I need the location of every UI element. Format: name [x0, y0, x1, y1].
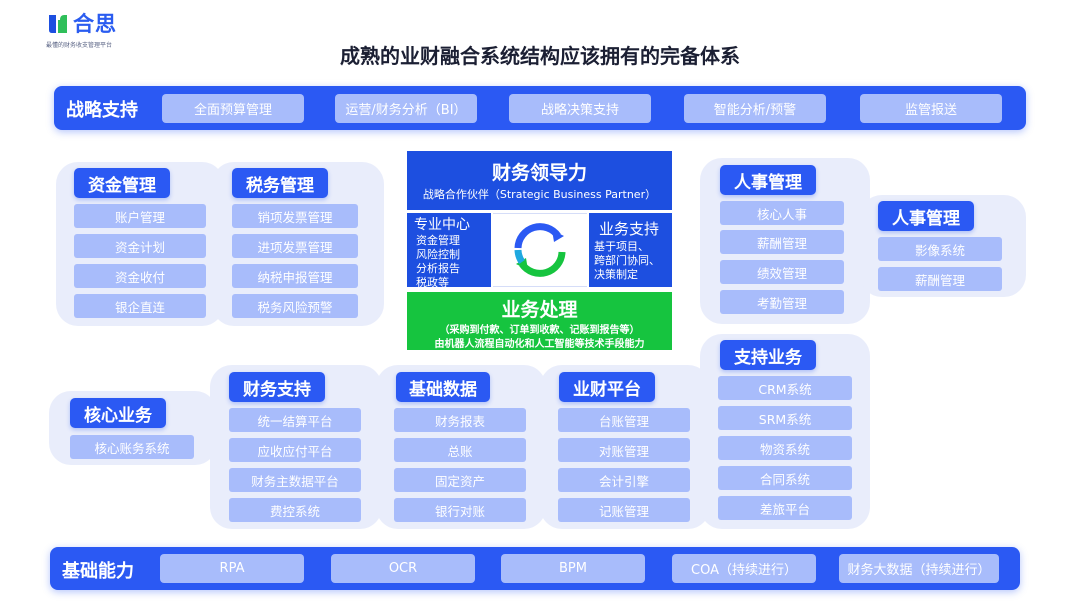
- finance-support-item: 统一结算平台: [229, 408, 361, 432]
- fund-item: 银企直连: [74, 294, 206, 318]
- tax-item: 纳税申报管理: [232, 264, 358, 288]
- base-data-item: 总账: [394, 438, 526, 462]
- processing-box: [407, 292, 672, 350]
- biz-fin-title: 业财平台: [559, 372, 655, 402]
- foundation-item: BPM: [501, 554, 645, 583]
- specialist-box: [407, 213, 491, 287]
- strategy-item: 运营/财务分析（BI）: [335, 94, 477, 123]
- fund-item: 资金收付: [74, 264, 206, 288]
- tax-item: 进项发票管理: [232, 234, 358, 258]
- tax-item: 销项发票管理: [232, 204, 358, 228]
- business-support-title: 业务支持: [599, 220, 660, 238]
- finance-support-title: 财务支持: [229, 372, 325, 402]
- foundation-item: RPA: [160, 554, 304, 583]
- fund-item: 资金计划: [74, 234, 206, 258]
- business-support-item: 基于项目、: [594, 240, 649, 253]
- hr-item: 核心人事: [720, 201, 844, 225]
- support-biz-item: CRM系统: [718, 376, 852, 400]
- finance-support-item: 费控系统: [229, 498, 361, 522]
- hr-item: 薪酬管理: [720, 230, 844, 254]
- hr2-title: 人事管理: [878, 201, 974, 231]
- support-biz-item: 差旅平台: [718, 496, 852, 520]
- core-title: 核心业务: [70, 398, 166, 428]
- biz-fin-item: 台账管理: [558, 408, 690, 432]
- leadership-subtitle: 战略合作伙伴（Strategic Business Partner）: [422, 188, 657, 201]
- logo-icon: [49, 15, 67, 33]
- hr-item: 绩效管理: [720, 260, 844, 284]
- base-data-item: 固定资产: [394, 468, 526, 492]
- hr2-item: 影像系统: [878, 237, 1002, 261]
- hr-title: 人事管理: [720, 165, 816, 195]
- foundation-item: COA（持续进行）: [672, 554, 816, 583]
- base-data-title: 基础数据: [396, 372, 490, 402]
- page-title: 成熟的业财融合系统结构应该拥有的完备体系: [340, 44, 740, 68]
- strategy-item: 智能分析/预警: [684, 94, 826, 123]
- business-support-item: 跨部门协同、: [594, 254, 660, 267]
- foundation-item: OCR: [331, 554, 475, 583]
- strategy-label: 战略支持: [66, 100, 138, 121]
- specialist-title: 专业中心: [414, 217, 470, 233]
- support-biz-item: 物资系统: [718, 436, 852, 460]
- finance-support-item: 应收应付平台: [229, 438, 361, 462]
- processing-line1: （采购到付款、订单到收款、记账到报告等）: [439, 325, 640, 336]
- strategy-item: 监管报送: [860, 94, 1002, 123]
- logo-tagline: 最懂的财务收支管理平台: [46, 42, 113, 49]
- support-biz-item: 合同系统: [718, 466, 852, 490]
- leadership-box: [407, 151, 672, 210]
- hr2-item: 薪酬管理: [878, 267, 1002, 291]
- strategy-item: 战略决策支持: [509, 94, 651, 123]
- core-item: 核心账务系统: [70, 435, 194, 459]
- base-data-item: 财务报表: [394, 408, 526, 432]
- biz-fin-item: 会计引擎: [558, 468, 690, 492]
- tax-title: 税务管理: [232, 168, 328, 198]
- cycle-icon: [514, 223, 566, 277]
- specialist-item: 风险控制: [416, 248, 460, 261]
- base-data-item: 银行对账: [394, 498, 526, 522]
- specialist-item: 分析报告: [416, 262, 460, 275]
- business-support-box: [589, 213, 672, 287]
- fund-item: 账户管理: [74, 204, 206, 228]
- logo-name: 合思: [73, 12, 117, 36]
- foundation-item: 财务大数据（持续进行）: [839, 554, 999, 583]
- leadership-title: 财务领导力: [491, 162, 587, 184]
- hr-item: 考勤管理: [720, 290, 844, 314]
- fund-title: 资金管理: [74, 168, 170, 198]
- support-biz-title: 支持业务: [720, 340, 816, 370]
- strategy-item: 全面预算管理: [162, 94, 304, 123]
- processing-line2: 由机器人流程自动化和人工智能等技术手段能力: [434, 339, 645, 350]
- finance-support-item: 财务主数据平台: [229, 468, 361, 492]
- foundation-label: 基础能力: [62, 561, 134, 582]
- biz-fin-item: 记账管理: [558, 498, 690, 522]
- specialist-item: 税政等: [416, 276, 449, 289]
- tax-item: 税务风险预警: [232, 294, 358, 318]
- biz-fin-item: 对账管理: [558, 438, 690, 462]
- specialist-item: 资金管理: [416, 234, 460, 247]
- processing-title: 业务处理: [501, 299, 578, 321]
- support-biz-item: SRM系统: [718, 406, 852, 430]
- business-support-item: 决策制定: [594, 268, 638, 281]
